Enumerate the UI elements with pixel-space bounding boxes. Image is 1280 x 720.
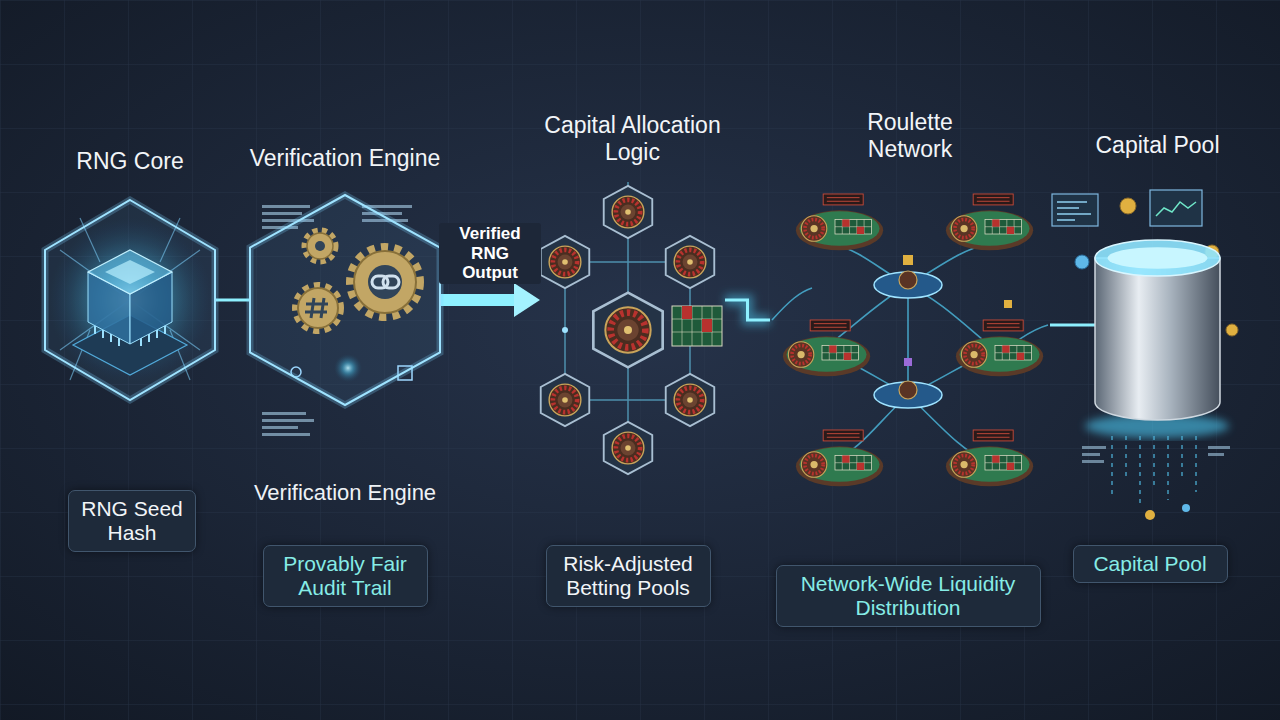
caption-text: Risk-Adjusted Betting Pools: [555, 552, 702, 600]
caption-box: Network-Wide Liquidity Distribution: [776, 565, 1041, 627]
cylinder-body: [1095, 258, 1220, 420]
allocation-cluster: Capital Allocation Logic: [540, 175, 725, 425]
connector-glow: [440, 290, 514, 310]
cylinder-outline: [1095, 240, 1220, 420]
water-surface: [1108, 247, 1208, 269]
caption-text: Provably Fair Audit Trail: [272, 552, 419, 600]
cylinder-top: [1095, 240, 1220, 276]
stage-heading: Capital Pool: [1095, 132, 1219, 160]
rng-core-hexagon: RNG Core: [45, 200, 215, 400]
roulette-network: Roulette Network: [770, 170, 1050, 470]
connector-glow: [725, 300, 770, 320]
hexagon-glow: [45, 200, 215, 400]
hexagon-border: [250, 195, 440, 405]
connector: [440, 294, 514, 306]
hexagon-border: [45, 200, 215, 400]
caption-box: RNG Seed Hash: [68, 490, 196, 552]
caption-box: Provably Fair Audit Trail: [263, 545, 428, 607]
capital-cylinder: Capital Pool: [1095, 240, 1220, 420]
stage-heading: Capital Allocation Logic: [518, 112, 748, 167]
stage-heading: Verification Engine: [250, 145, 441, 173]
stage-heading: RNG Core: [76, 148, 183, 176]
caption-text: Network-Wide Liquidity Distribution: [785, 572, 1032, 620]
caption-box: Capital Pool: [1073, 545, 1228, 583]
caption-text: RNG Seed Hash: [77, 497, 187, 545]
capital-pool-illustration: [1052, 190, 1238, 520]
roulette-network-illustration: [772, 194, 1048, 486]
connector-glow: [1050, 320, 1095, 331]
hexagon-outline: [250, 195, 440, 405]
caption-text: Capital Pool: [1082, 552, 1219, 576]
edge-label: Verified RNG Output: [439, 223, 541, 284]
stage-label: Verification Engine: [254, 480, 436, 506]
verification-hexagon: Verification Engine: [250, 195, 440, 405]
connector: [725, 300, 770, 320]
connector-glow: [215, 295, 250, 306]
hexagon-glow: [250, 195, 440, 405]
stage-heading: Roulette Network: [840, 109, 980, 164]
connector: [1050, 324, 1095, 327]
hexagon-outline: [45, 200, 215, 400]
connector: [215, 299, 250, 302]
allocation-cluster-illustration: [541, 182, 722, 474]
caption-box: Risk-Adjusted Betting Pools: [546, 545, 711, 607]
